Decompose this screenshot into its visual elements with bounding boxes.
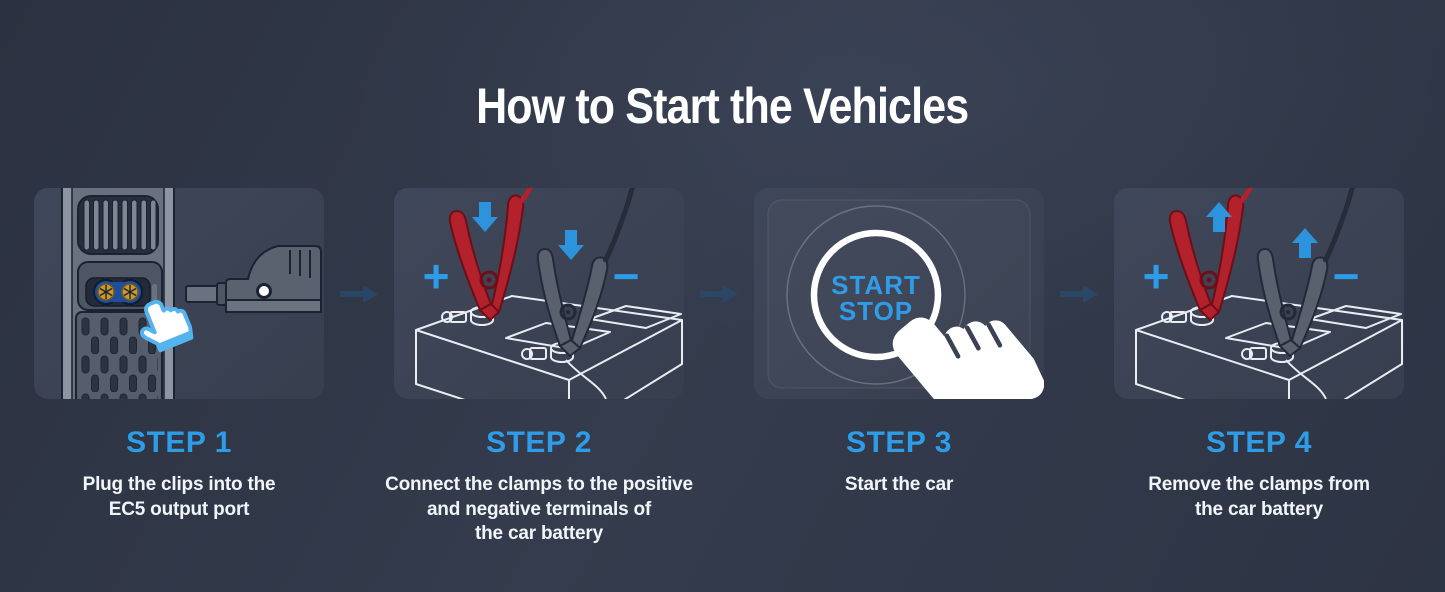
plus-icon: + (1142, 250, 1170, 302)
connect-clamps-illustration (415, 188, 683, 399)
minus-icon: − (1332, 250, 1360, 302)
step-1-panel (34, 188, 324, 399)
flow-gap-2 (684, 188, 754, 399)
black-clamp (536, 248, 609, 357)
ec5-output-port (85, 277, 157, 307)
step-3-description: Start the car (844, 474, 954, 495)
red-cable (518, 188, 534, 204)
start-stop-label: START STOP (831, 270, 921, 326)
step-4-panel: + − (1114, 188, 1404, 399)
flow-arrow-icon (340, 284, 378, 303)
dashboard-bezel (767, 199, 1031, 389)
step-3: START STOP STEP 3 Start the car (754, 188, 1044, 498)
jump-starter (61, 188, 175, 399)
red-cable (1238, 188, 1254, 204)
start-stop-button-icon (786, 205, 966, 385)
start-button-illustration (767, 199, 1044, 399)
flow-arrow-icon (700, 284, 738, 303)
remove-clamps-illustration (1135, 188, 1403, 399)
car-battery-outline (415, 295, 683, 399)
flow-gap-1 (324, 188, 394, 399)
up-arrow-icon (1206, 202, 1318, 258)
step-1-description: Plug the clips into the EC5 output port (82, 474, 276, 520)
down-arrow-icon (472, 202, 584, 260)
ec5-plug (185, 245, 322, 313)
plus-icon: + (422, 250, 450, 302)
page-title: How to Start the Vehicles (476, 78, 969, 134)
flow-gap-3 (1044, 188, 1114, 399)
flow-arrow-icon (1060, 284, 1098, 303)
red-clamp (1168, 194, 1245, 321)
black-cable (602, 188, 635, 264)
step-4-label: STEP 4 (1206, 426, 1312, 459)
step-2-description: Connect the clamps to the positive and n… (385, 474, 693, 544)
minus-icon: − (612, 250, 640, 302)
step-1: STEP 1 Plug the clips into the EC5 outpu… (34, 188, 324, 522)
step-2-label: STEP 2 (486, 426, 592, 459)
step-4-description: Remove the clamps from the car battery (1148, 474, 1370, 520)
step-1-label: STEP 1 (126, 426, 232, 459)
step-3-panel: START STOP (754, 188, 1044, 399)
hand-press-icon (858, 276, 1044, 399)
step-2: + − STEP 2 Connect the clamps to the pos… (385, 188, 693, 547)
red-clamp (448, 194, 525, 321)
grille-ribs (83, 199, 157, 251)
plug-button (256, 283, 272, 299)
step-4: + − STEP 4 Remove the clamps from the ca… (1114, 188, 1404, 522)
step-3-label: STEP 3 (846, 426, 952, 459)
hand-pointer-icon (130, 291, 196, 357)
jump-starter-illustration (61, 188, 322, 399)
steps-row: STEP 1 Plug the clips into the EC5 outpu… (34, 188, 1445, 547)
step-2-panel: + − (394, 188, 684, 399)
black-cable (1322, 188, 1355, 264)
black-clamp (1256, 248, 1329, 357)
